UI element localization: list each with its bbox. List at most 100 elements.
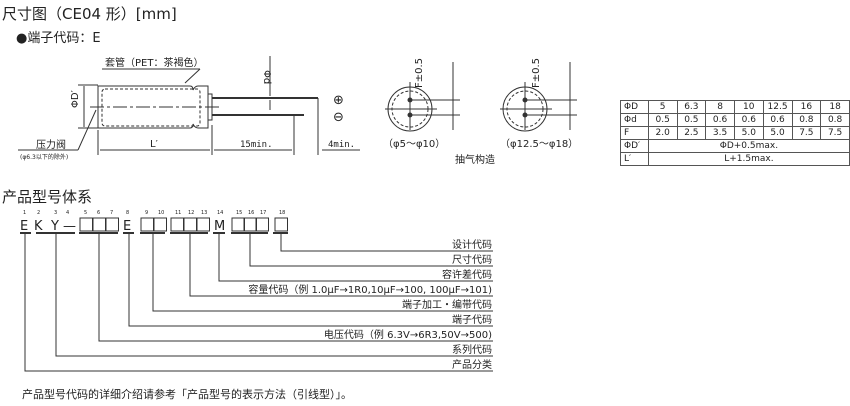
spec-span-cell: L+1.5max. <box>647 152 850 166</box>
legend-leader-line <box>189 234 493 297</box>
spec-cell: 5.0 <box>733 126 764 140</box>
legend-leader-line <box>98 234 493 342</box>
lead-diff-label: 4min. <box>328 140 355 150</box>
spec-cell: 5.0 <box>762 126 793 140</box>
position-number: 5 <box>84 210 87 216</box>
legend-label: 容量代码（例 1.0μF→1R0,10μF→100, 100μF→101) <box>248 283 492 296</box>
vent-structure-label: 抽气构造 <box>455 153 495 166</box>
spec-cell: 8 <box>705 100 735 114</box>
position-number: 14 <box>217 210 223 216</box>
legend-leader-line <box>280 234 493 252</box>
position-number: 8 <box>126 210 129 216</box>
code-box <box>79 217 93 232</box>
sleeve-label: 套管（PET：茶褐色） <box>105 56 203 69</box>
legend-leader-line <box>128 234 493 327</box>
spec-cell: 0.6 <box>733 113 764 127</box>
spec-cell: 7.5 <box>791 126 822 140</box>
legend-label: 产品分类 <box>452 358 492 371</box>
lead-min-label: 15min. <box>240 140 273 150</box>
end-view-large-label: （φ12.5～φ18） <box>500 138 578 150</box>
code-box <box>153 217 167 232</box>
legend-label: 容许差代码 <box>442 268 492 281</box>
spec-cell: 16 <box>791 100 822 114</box>
legend-leader-line <box>55 234 493 357</box>
code-box <box>183 217 197 232</box>
legend-label: 设计代码 <box>452 238 492 251</box>
position-number: 1 <box>23 210 26 216</box>
spec-cell: 6.3 <box>676 100 707 114</box>
position-number: 6 <box>97 210 100 216</box>
code-box <box>196 217 210 232</box>
end-view-small <box>385 62 460 132</box>
diameter-label: ΦD′ <box>70 89 81 108</box>
part-number-title: 产品型号体系 <box>2 188 92 206</box>
spec-cell: 2.0 <box>647 126 678 140</box>
spec-row-label: Φd <box>620 113 649 127</box>
plus-symbol: ⊕ <box>333 93 344 108</box>
position-number: 7 <box>110 210 113 216</box>
position-number: 4 <box>66 210 69 216</box>
legend-label: 系列代码 <box>452 343 492 356</box>
legend-leader-line <box>24 234 493 372</box>
position-number: 16 <box>248 210 254 216</box>
spec-cell: 0.6 <box>762 113 793 127</box>
spec-span-row: L′L+1.5max. <box>620 152 850 166</box>
spec-cell: 18 <box>820 100 850 114</box>
dimension-title: 尺寸图（CE04 形）[mm] <box>2 5 177 23</box>
position-number: 13 <box>201 210 207 216</box>
footnote: 产品型号代码的详细介绍请参考「产品型号的表示方法（引线型）」。 <box>22 387 352 401</box>
spec-span-row: ΦD′ΦD+0.5max. <box>620 139 850 153</box>
spec-cell: 7.5 <box>820 126 850 140</box>
position-number: 10 <box>158 210 164 216</box>
spec-span-cell: ΦD+0.5max. <box>647 139 850 153</box>
spec-row-label: ΦD′ <box>620 139 649 153</box>
pitch-label-small: F±0.5 <box>414 58 425 88</box>
spec-row-label: F <box>620 126 649 140</box>
spec-row-label: L′ <box>620 152 649 166</box>
spec-cell: 10 <box>733 100 764 114</box>
spec-row-label: ΦD <box>620 100 649 114</box>
legend-leader-line <box>152 234 493 312</box>
spec-cell: 0.8 <box>820 113 850 127</box>
code-box <box>92 217 106 232</box>
capacitor-side-view <box>18 56 360 155</box>
position-number: 3 <box>54 210 57 216</box>
position-number: 15 <box>236 210 242 216</box>
code-box <box>140 217 154 232</box>
code-char: E <box>20 219 28 234</box>
spec-cell: 12.5 <box>762 100 793 114</box>
position-number: 2 <box>37 210 40 216</box>
lead-diameter-label: Φd <box>261 70 272 84</box>
end-view-large <box>500 62 577 132</box>
position-number: 18 <box>279 210 285 216</box>
minus-symbol: ⊖ <box>333 110 344 125</box>
legend-label: 电压代码（例 6.3V→6R3,50V→500) <box>324 328 492 341</box>
code-char: M <box>214 219 225 234</box>
spec-cell: 2.5 <box>676 126 707 140</box>
spec-cell: 0.8 <box>791 113 822 127</box>
code-char: E <box>123 219 131 234</box>
position-number: 11 <box>175 210 181 216</box>
legend-label: 端子加工・编带代码 <box>402 298 492 311</box>
spec-cell: 5 <box>647 100 678 114</box>
end-view-small-label: （φ5～φ10） <box>383 138 445 150</box>
code-char: K <box>34 219 43 234</box>
legend-leader-line <box>218 234 493 282</box>
position-number: 17 <box>260 210 266 216</box>
code-box <box>170 217 184 232</box>
pressure-valve-note: (φ6.3以下的除外) <box>20 153 68 161</box>
code-box <box>105 217 119 232</box>
pitch-label-large: F±0.5 <box>531 58 542 88</box>
code-char: — <box>63 219 76 234</box>
legend-label: 端子代码 <box>452 313 492 326</box>
code-box <box>255 217 269 232</box>
spec-cell: 0.5 <box>676 113 707 127</box>
spec-cell: 0.5 <box>647 113 678 127</box>
length-label: L′ <box>150 139 159 150</box>
